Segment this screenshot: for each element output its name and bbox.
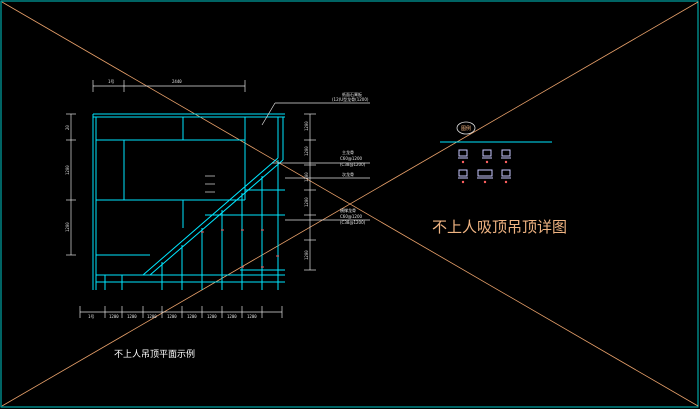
dim-right-5: 1200 xyxy=(304,250,309,260)
callout-top-2: (12)U型龙骨(1200) xyxy=(332,96,369,102)
drawing-title: 不上人吸顶吊顶详图 xyxy=(432,218,567,236)
callout-top-1: 纸面石膏板 xyxy=(342,91,362,97)
plan-label: 不上人吊顶平面示例 xyxy=(114,348,195,360)
dim-top-1: 1号 xyxy=(108,78,114,84)
dim-top-2: 2440 xyxy=(172,79,182,84)
dim-right-1: 1200 xyxy=(304,121,309,131)
callout-mid1-1: 主龙骨 xyxy=(342,149,354,155)
legend-symbols: 图例 xyxy=(440,121,552,184)
callout-mid2: 次龙骨 xyxy=(342,171,354,177)
dim-bottom-5: 1200 xyxy=(167,314,177,319)
dim-left-1: 20 xyxy=(65,125,70,130)
callouts: 纸面石膏板 (12)U型龙骨(1200) 主龙骨 C60@1200 (C38@1… xyxy=(332,91,369,225)
dim-left-3: 1200 xyxy=(65,222,70,232)
callout-mid3-3: (C38@1200) xyxy=(340,220,366,225)
callout-mid1-3: (C38@1200) xyxy=(340,162,366,167)
dim-right-2: 1200 xyxy=(304,146,309,156)
dimension-lines xyxy=(66,80,370,318)
legend-glyphs xyxy=(458,149,511,179)
dim-bottom-8: 1200 xyxy=(227,314,237,319)
callout-mid3-2: C60@1200 xyxy=(340,214,363,219)
callout-mid3-1: 横撑龙骨 xyxy=(340,207,356,213)
dim-bottom-1: 1号 xyxy=(88,313,94,319)
dim-bottom-2: 1200 xyxy=(109,314,119,319)
legend-dots xyxy=(461,160,508,184)
dim-left-2: 1200 xyxy=(65,165,70,175)
dim-right-3: 1200 xyxy=(304,172,309,182)
dim-right-4: 1200 xyxy=(304,197,309,207)
ceiling-plan-drawing xyxy=(92,113,285,290)
callout-mid1-2: C60@1200 xyxy=(340,156,363,161)
legend-title: 图例 xyxy=(461,125,471,132)
dim-bottom-9: 1200 xyxy=(247,314,257,319)
anchor-marks xyxy=(201,229,279,268)
legend-title-circle xyxy=(456,121,476,135)
dim-bottom-4: 1200 xyxy=(147,314,157,319)
dim-bottom-6: 1200 xyxy=(187,314,197,319)
dimension-texts: 1号 2440 20 1200 1200 1号 1200 1200 1200 1… xyxy=(65,78,309,319)
dim-bottom-7: 1200 xyxy=(207,314,217,319)
dim-bottom-3: 1200 xyxy=(127,314,137,319)
